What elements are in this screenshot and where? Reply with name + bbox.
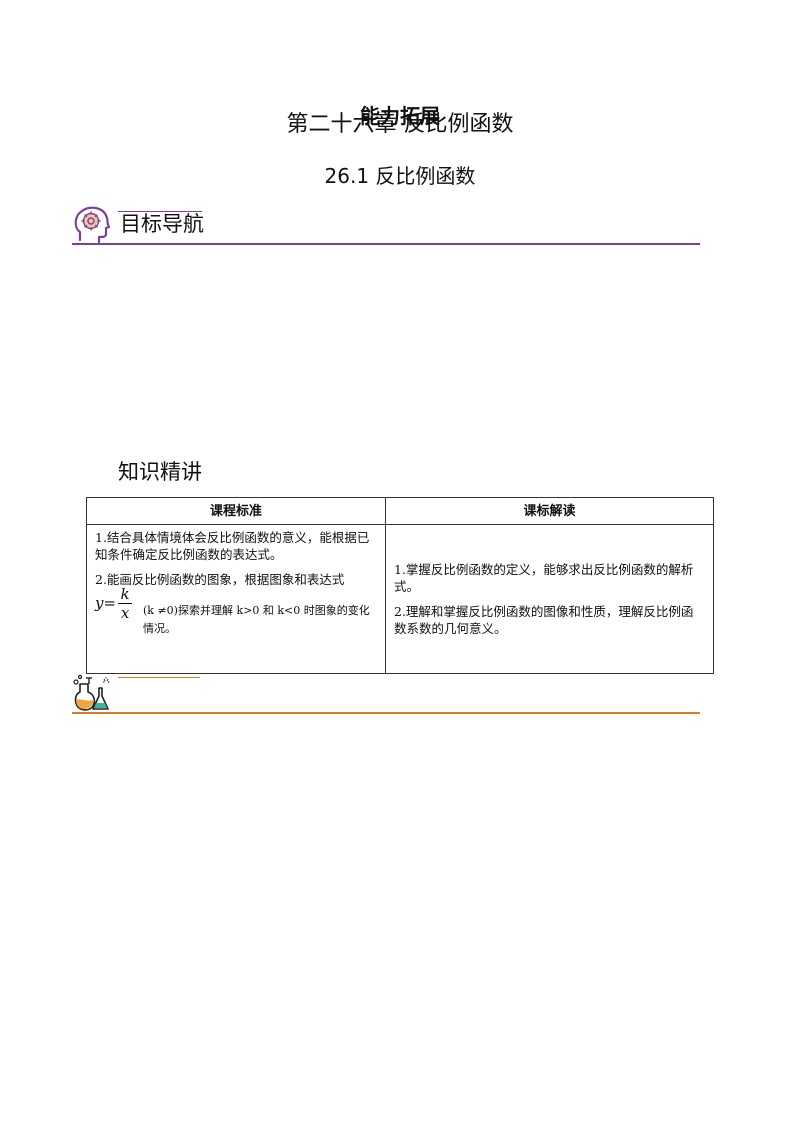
chapter-title: 第二十六章 反比例函数 <box>286 112 514 137</box>
interpretation-item-2: 2.理解和掌握反比例函数的图像和性质，理解反比例函数系数的几何意义。 <box>394 604 694 636</box>
goal-nav-heading: 目标导航 <box>120 212 204 236</box>
brain-head-icon <box>72 204 112 248</box>
standard-item-1: 1.结合具体情境体会反比例函数的意义，能根据已知条件确定反比例函数的表达式。 <box>95 530 370 562</box>
formula-lhs: y= <box>95 594 117 612</box>
curriculum-table: 课程标准 课标解读 1.结合具体情境体会反比例函数的意义，能根据已知条件确定反比… <box>86 497 714 674</box>
formula-condition: (k ≠0)探索并理解 k>0 和 k<0 时图象的变化情况。 <box>143 604 370 635</box>
interpretation-item-1: 1.掌握反比例函数的定义，能够求出反比例函数的解析式。 <box>394 562 694 594</box>
lab-accent-line <box>118 677 200 678</box>
formula: y= k x <box>95 586 377 621</box>
standard-item-2: 2.能画反比例函数的图象，根据图象和表达式 <box>95 572 345 587</box>
fraction-bar <box>118 603 133 604</box>
table-header-row: 课程标准 课标解读 <box>86 497 714 525</box>
formula-numerator: k <box>120 585 130 603</box>
goal-divider <box>72 243 700 245</box>
overlay-title: 能力拓展 <box>360 104 440 128</box>
goal-accent-line <box>118 211 202 212</box>
table-row: 1.结合具体情境体会反比例函数的意义，能根据已知条件确定反比例函数的表达式。 2… <box>86 524 714 674</box>
section-subtitle: 26.1 反比例函数 <box>324 164 476 188</box>
lab-flask-icon <box>72 674 112 714</box>
formula-denominator: x <box>120 604 130 622</box>
knowledge-heading: 知识精讲 <box>118 460 202 484</box>
interpretation-cell: 1.掌握反比例函数的定义，能够求出反比例函数的解析式。 2.理解和掌握反比例函数… <box>385 524 714 674</box>
lab-divider <box>72 712 700 714</box>
header-interpretation: 课标解读 <box>385 497 714 525</box>
header-standard: 课程标准 <box>86 497 386 525</box>
formula-fraction: k x <box>118 585 133 622</box>
standard-cell: 1.结合具体情境体会反比例函数的意义，能根据已知条件确定反比例函数的表达式。 2… <box>86 524 386 674</box>
